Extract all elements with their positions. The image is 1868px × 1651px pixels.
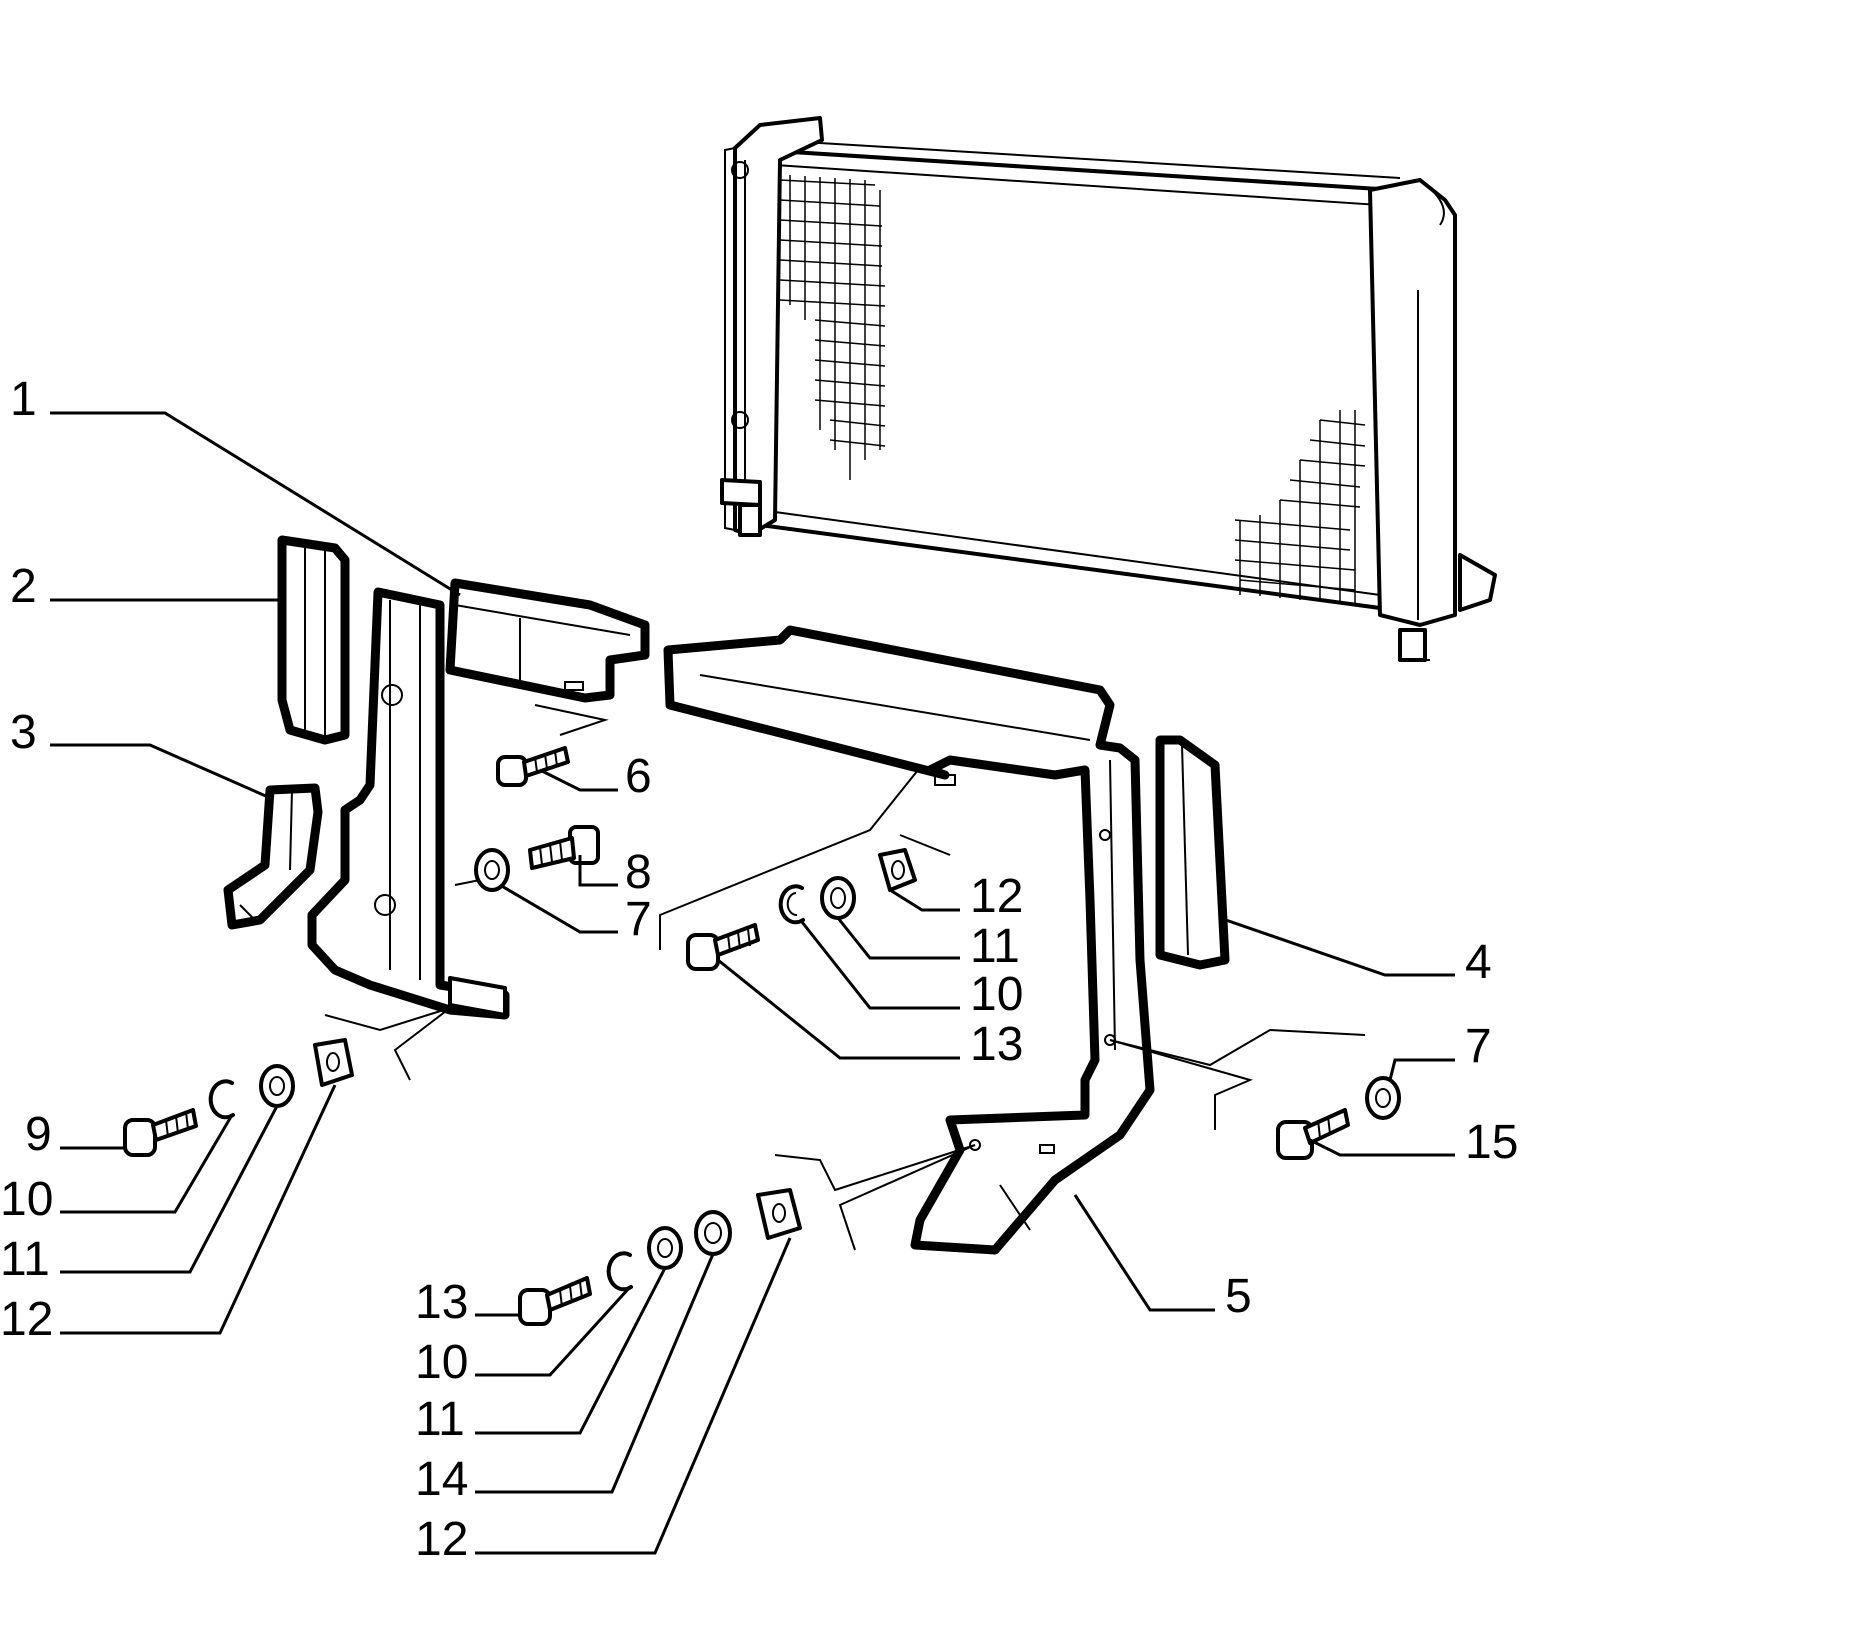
- part-3-small-seal: [223, 783, 323, 930]
- radiator-core-grid-lower: [1234, 410, 1366, 606]
- callout-12-upper: 12: [970, 870, 1023, 923]
- part-1-top-channel: [445, 578, 650, 703]
- callout-9: 9: [25, 1108, 52, 1161]
- callout-8: 8: [625, 846, 652, 899]
- callout-labels: 1 2 3 4 5 6 7 7 8 9 10 10 10 11 11 11 12…: [0, 373, 1518, 1566]
- part-7-washer-left: [474, 848, 510, 892]
- callout-13-upper: 13: [970, 1018, 1023, 1071]
- radiator-core-grid-upper: [779, 175, 886, 480]
- callout-7-right: 7: [1465, 1020, 1492, 1073]
- part-6-bolt: [496, 746, 570, 787]
- callout-10-upper: 10: [970, 968, 1023, 1021]
- part-9-bolt: [123, 1108, 198, 1157]
- part-10-spring-washer-left: [208, 1079, 235, 1120]
- part-11-washer-upper: [820, 876, 856, 920]
- part-13-bolt-upper: [686, 923, 760, 971]
- part-15-bolt: [1276, 1108, 1350, 1160]
- part-1-foot-clip: [448, 976, 507, 1017]
- callout-10-lower: 10: [415, 1336, 468, 1389]
- part-11-washer-lower: [647, 1226, 683, 1270]
- callout-5: 5: [1225, 1270, 1252, 1323]
- part-12-clip-upper: [878, 848, 917, 892]
- callout-11-upper: 11: [970, 920, 1020, 973]
- part-8-bolt: [528, 825, 600, 870]
- part-14-washer: [694, 1210, 732, 1256]
- callout-3: 3: [10, 706, 37, 759]
- callout-4: 4: [1465, 936, 1492, 989]
- part-10-spring-washer-upper: [778, 884, 805, 925]
- leader-lines: [50, 411, 1455, 1555]
- callout-2: 2: [10, 560, 37, 613]
- part-11-washer-left: [259, 1064, 295, 1108]
- callout-6: 6: [625, 750, 652, 803]
- callout-14: 14: [415, 1453, 468, 1506]
- part-2-left-seal: [277, 535, 350, 745]
- part-7-washer-right: [1365, 1076, 1401, 1120]
- part-12-clip-left: [313, 1038, 354, 1087]
- radiator: [720, 116, 1497, 662]
- callout-1: 1: [10, 373, 37, 426]
- assembly-guide-lines: [324, 704, 1366, 1251]
- callout-15: 15: [1465, 1116, 1518, 1169]
- part-10-spring-washer-lower: [606, 1251, 633, 1292]
- callout-7-left: 7: [625, 893, 652, 946]
- callout-12-left: 12: [0, 1293, 53, 1346]
- part-13-bolt-lower: [518, 1276, 592, 1326]
- callout-10-left: 10: [0, 1173, 53, 1226]
- callout-11-lower: 11: [415, 1393, 465, 1446]
- part-12-clip-lower: [756, 1188, 802, 1240]
- callout-12-lower: 12: [415, 1513, 468, 1566]
- part-4-right-seal: [1155, 735, 1230, 970]
- callout-11-left: 11: [0, 1233, 50, 1286]
- callout-13-lower: 13: [415, 1276, 468, 1329]
- part-5-right-shroud: [663, 625, 1155, 1255]
